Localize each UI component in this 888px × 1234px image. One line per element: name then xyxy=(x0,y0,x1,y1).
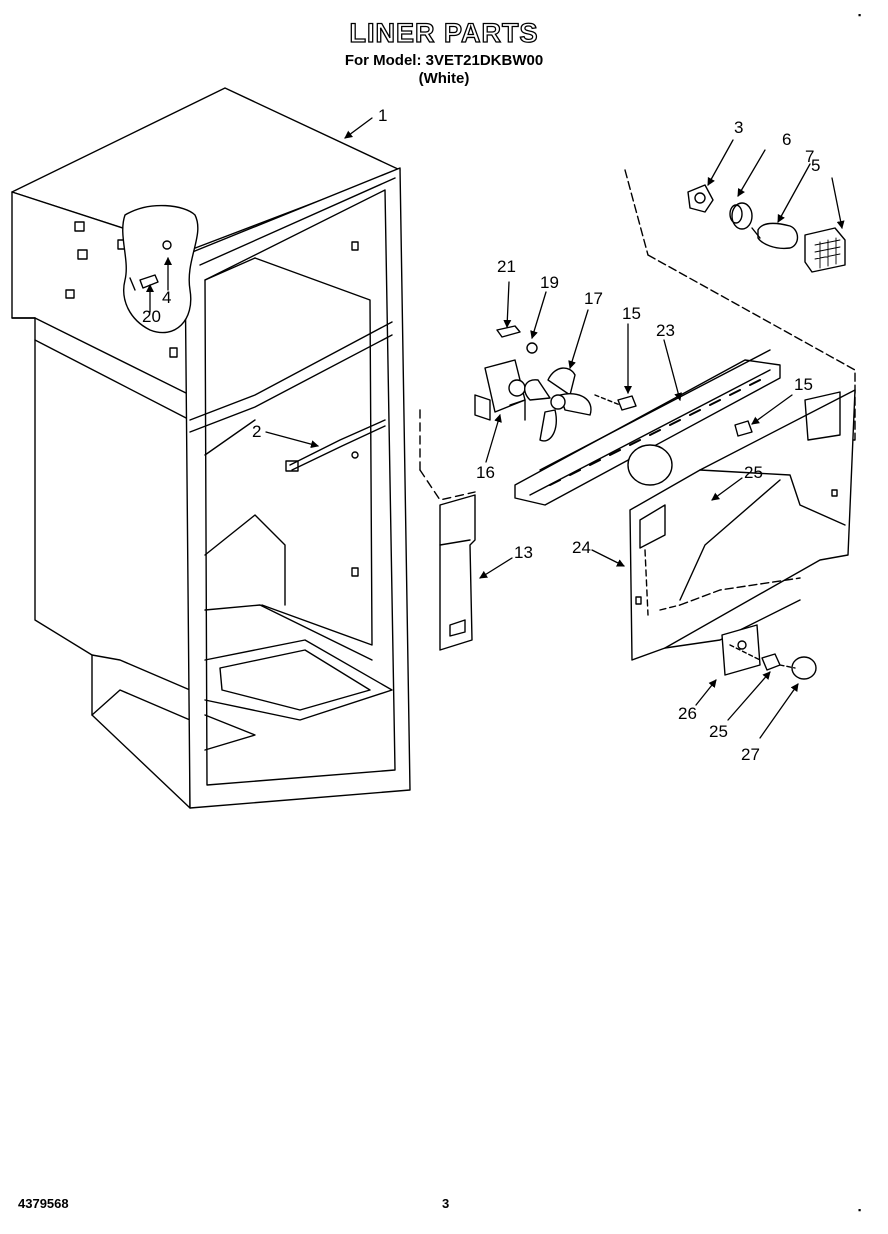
callout-2: 2 xyxy=(252,422,261,441)
callout-7: 7 xyxy=(805,147,814,166)
callout-20: 20 xyxy=(142,307,161,326)
callout-16: 16 xyxy=(476,463,495,482)
callout-23: 23 xyxy=(656,321,675,340)
callout-19: 19 xyxy=(540,273,559,292)
callout-26: 26 xyxy=(678,704,697,723)
callout-labels: 1 2 3 4 5 6 7 13 15 15 16 17 19 20 21 23… xyxy=(142,106,820,764)
callout-13: 13 xyxy=(514,543,533,562)
cover-plate xyxy=(721,624,761,676)
callout-4: 4 xyxy=(162,288,171,307)
model-line: For Model: 3VET21DKBW00 xyxy=(344,52,544,69)
callout-27: 27 xyxy=(741,745,760,764)
leader-lines xyxy=(146,117,845,739)
callout-5: 5 xyxy=(811,156,820,175)
wiring-harness xyxy=(285,419,386,472)
page-title: LINER PARTS xyxy=(349,17,539,48)
callout-15: 15 xyxy=(622,304,641,323)
callout-21: 21 xyxy=(497,257,516,276)
callout-17: 17 xyxy=(584,289,603,308)
air-duct xyxy=(514,349,781,506)
callout-6: 6 xyxy=(782,130,791,149)
plate-hole xyxy=(737,640,747,650)
callout-3: 3 xyxy=(734,118,743,137)
callout-24: 24 xyxy=(572,538,591,557)
page-number: 3 xyxy=(442,1196,450,1211)
light-assembly xyxy=(624,169,856,441)
callout-1: 1 xyxy=(378,106,387,125)
cap xyxy=(791,656,817,680)
evaporator-cover xyxy=(629,389,856,661)
corner-mark: ▪ xyxy=(858,1205,862,1215)
cabinet-liner xyxy=(11,87,411,809)
grille-panel xyxy=(419,409,476,651)
callout-15: 15 xyxy=(794,375,813,394)
callout-25: 25 xyxy=(709,722,728,741)
color-line: (White) xyxy=(418,70,470,87)
corner-mark: ▪ xyxy=(858,10,862,20)
callout-25: 25 xyxy=(744,463,763,482)
document-number: 4379568 xyxy=(18,1196,69,1211)
model-info: For Model: 3VET21DKBW00 (White) xyxy=(0,52,888,88)
screw xyxy=(761,653,781,671)
